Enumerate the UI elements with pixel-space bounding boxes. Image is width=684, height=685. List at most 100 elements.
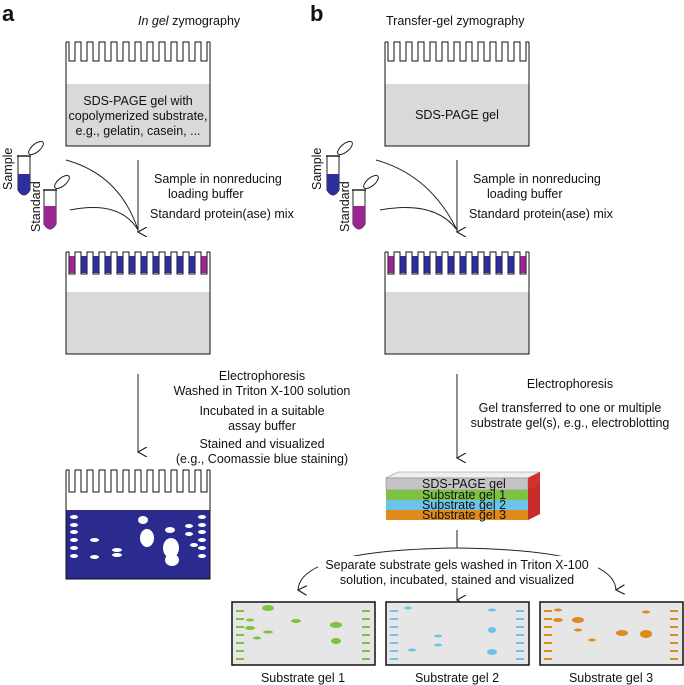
sample-band [262,605,274,611]
sample-band [572,617,584,623]
ladder-band [362,642,370,644]
ladder-band [670,642,678,644]
ladder-band [544,634,552,636]
step3-a-line2: Washed in Triton X-100 solution [174,384,351,398]
gel-a-text-1: SDS-PAGE gel with [83,94,193,108]
well-standard [201,256,207,273]
ladder-band [390,618,398,620]
ladder-band [516,626,524,628]
sample-tube-b [326,140,353,196]
gel-band [70,538,78,542]
well-sample [141,256,147,273]
sample-band [434,634,442,638]
ladder-band [362,610,370,612]
gel-band [198,523,206,527]
step4-a-line2: assay buffer [228,419,296,433]
step4-a-line1: Incubated in a suitable [199,404,324,418]
ladder-band [516,642,524,644]
ladder-band [362,634,370,636]
gel-band [185,532,193,536]
ladder-band [362,618,370,620]
ladder-band [236,642,244,644]
gel-band [70,515,78,519]
gel-band [112,548,122,552]
gel-band [70,523,78,527]
gel-band [138,516,148,524]
ladder-band [362,626,370,628]
stack-layer-0: SDS-PAGE gel [422,477,506,491]
ladder-band [236,610,244,612]
gel-a-stained [65,469,211,580]
sample-band [640,630,652,638]
gel-band [198,546,206,550]
well-sample [153,256,159,273]
panel-b-title: Transfer-gel zymography [386,14,525,28]
result-gel-3 [539,601,684,666]
step5-line2: solution, incubated, stained and visuali… [340,573,574,587]
gel-band [165,554,179,566]
panel-a-title: In gel zymography [138,14,241,28]
well-sample [496,256,502,273]
step4-b-line1: Gel transferred to one or multiple [479,401,662,415]
panel-b-letter: b [310,1,323,26]
sample-band [408,648,416,652]
step1-b-line1: Sample in nonreducing [473,172,601,186]
ladder-band [670,634,678,636]
well-sample [412,256,418,273]
ladder-band [236,626,244,628]
step2-b: Standard protein(ase) mix [469,207,614,221]
ladder-band [362,658,370,660]
gel-band [198,538,206,542]
gel-band [165,527,175,533]
sample-tube-a [17,140,44,196]
gel-b-text: SDS-PAGE gel [415,108,499,122]
well-sample [448,256,454,273]
gel-band [90,538,99,542]
sample-band [253,636,261,640]
panel-a-letter: a [2,1,15,26]
ladder-band [236,658,244,660]
gel-a-top: SDS-PAGE gel with copolymerized substrat… [65,41,211,147]
result-gel-3-label: Substrate gel 3 [569,671,653,685]
well-sample [484,256,490,273]
well-sample [400,256,406,273]
ladder-band [670,658,678,660]
step2-a: Standard protein(ase) mix [150,207,295,221]
sample-band [553,618,563,622]
stack-layer-2: Substrate gel 2 [422,498,506,512]
ladder-band [390,634,398,636]
ladder-band [544,610,552,612]
sample-band [488,608,496,612]
step5-line1: Separate substrate gels washed in Triton… [325,558,588,572]
well-sample [460,256,466,273]
step1-a-line2: loading buffer [168,187,244,201]
result-gel-1-label: Substrate gel 1 [261,671,345,685]
ladder-band [390,626,398,628]
ladder-band [544,626,552,628]
sample-band [488,627,496,633]
gel-a-loaded [65,251,211,355]
ladder-band [670,610,678,612]
standard-tube-a [43,174,70,230]
ladder-band [236,650,244,652]
well-sample [105,256,111,273]
well-sample [472,256,478,273]
sample-band [434,643,442,647]
well-standard [69,256,75,273]
well-sample [81,256,87,273]
result-gel-1 [231,601,376,666]
well-sample [189,256,195,273]
tube-standard-label-b: Standard [338,181,352,232]
gel-stack: SDS-PAGE gel Substrate gel 1 Substrate g… [385,471,541,522]
sample-band [574,628,582,632]
gel-band [90,555,99,559]
step1-a-line1: Sample in nonreducing [154,172,282,186]
tube-sample-label-b: Sample [310,148,324,190]
gel-band [190,543,198,547]
standard-tube-b [352,174,379,230]
sample-band [554,608,562,612]
ladder-band [670,618,678,620]
ladder-band [390,610,398,612]
ladder-band [390,658,398,660]
result-gel-2 [385,601,530,666]
